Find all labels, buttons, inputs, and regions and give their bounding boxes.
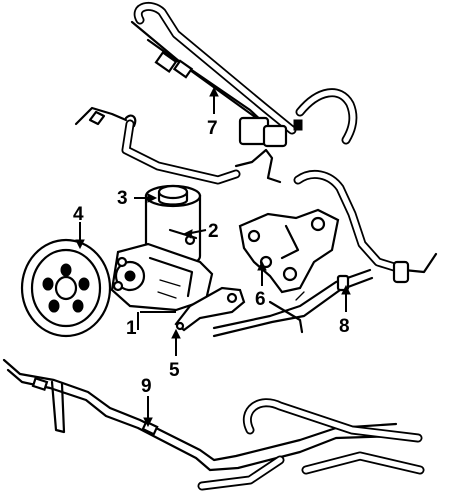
power-steering-pump-assembly	[110, 184, 214, 312]
callout-9: 9	[141, 376, 152, 397]
reservoir-cap	[157, 184, 189, 200]
callout-3: 3	[117, 188, 128, 209]
callout-1: 1	[126, 318, 137, 339]
callout-5: 5	[169, 360, 180, 381]
pressure-line-assembly	[74, 1, 358, 185]
cooler-line	[2, 358, 425, 491]
callout-4: 4	[73, 204, 84, 225]
callout-2: 2	[208, 221, 219, 242]
callout-6: 6	[255, 289, 266, 310]
pump-pulley	[20, 238, 112, 338]
mounting-bracket	[238, 208, 340, 294]
pump-bracket	[174, 286, 246, 332]
callout-leaders	[75, 86, 351, 428]
callout-8: 8	[339, 316, 350, 337]
callout-labels: 1 2 3 4 5 6 7 8 9	[73, 118, 350, 397]
callout-7: 7	[207, 118, 218, 139]
return-hose-assembly	[212, 169, 438, 338]
